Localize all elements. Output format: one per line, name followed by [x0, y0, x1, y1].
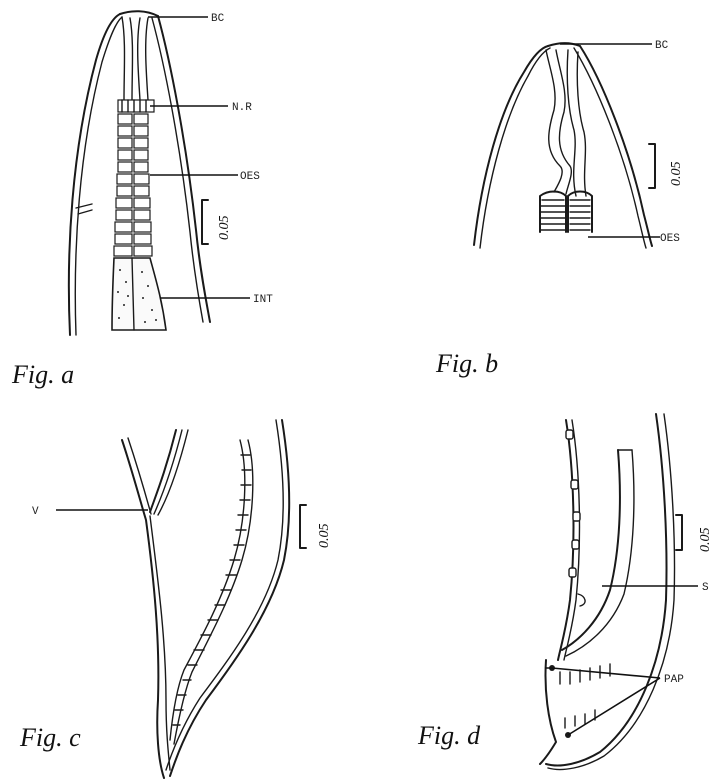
- panel-c: V 0.05 Fig. c: [19, 420, 332, 778]
- scale-label-d: 0.05: [698, 528, 713, 553]
- panel-a: BC N.R OES INT 0.05 Fig. a: [11, 11, 273, 389]
- panel-b-drawing: [474, 43, 652, 248]
- label-bc-b: BC: [655, 40, 669, 52]
- panel-d: S PAP 0.05 Fig. d: [417, 414, 713, 770]
- scale-bar-a: [202, 200, 208, 244]
- label-oes-b: OES: [660, 233, 680, 245]
- panel-b: BC OES 0.05 Fig. b: [435, 40, 684, 378]
- label-oes-a: OES: [240, 171, 260, 183]
- scale-bar-b: [649, 144, 655, 188]
- label-bc-a: BC: [211, 13, 225, 25]
- label-int-a: INT: [253, 294, 273, 306]
- scale-label-b: 0.05: [669, 162, 684, 187]
- oesophagus-segments: [114, 114, 152, 256]
- caption-fig-b: Fig. b: [435, 349, 498, 378]
- caption-fig-d: Fig. d: [417, 721, 481, 750]
- caption-fig-c: Fig. c: [19, 723, 81, 752]
- scale-label-a: 0.05: [217, 216, 232, 241]
- leader-pap-d: [545, 668, 660, 735]
- panel-a-drawing: [69, 11, 210, 335]
- scale-label-c: 0.05: [317, 524, 332, 549]
- label-s-d: S: [702, 582, 709, 594]
- label-nr-a: N.R: [232, 102, 252, 114]
- scale-bar-c: [300, 505, 306, 548]
- label-v-c: V: [32, 506, 39, 518]
- panel-c-drawing: [122, 420, 289, 778]
- scale-bar-d: [676, 515, 682, 550]
- label-pap-d: PAP: [664, 674, 684, 686]
- caption-fig-a: Fig. a: [11, 360, 74, 389]
- panel-d-drawing: [540, 414, 675, 770]
